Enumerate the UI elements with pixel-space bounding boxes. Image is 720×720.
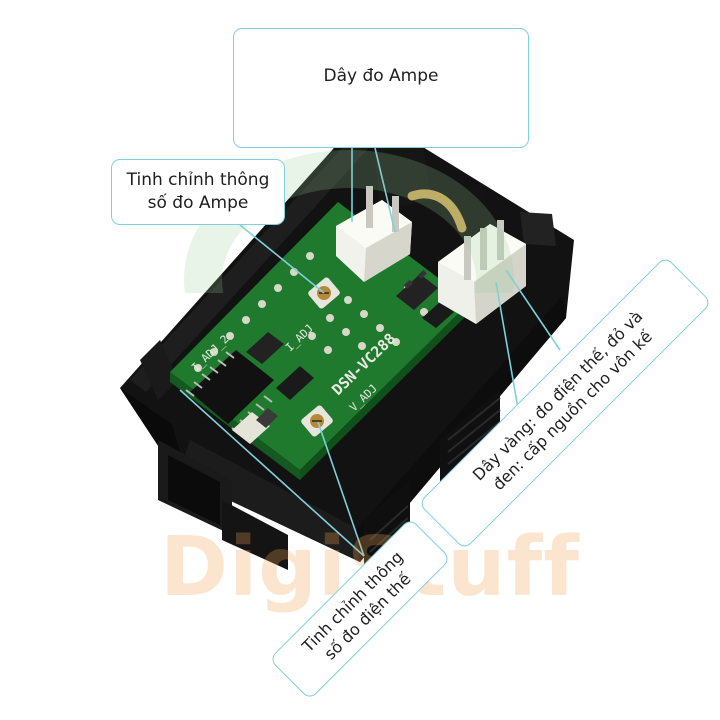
pointer-volt-wire <box>495 281 521 421</box>
callout-ampe-adjust-line2: số đo Ampe <box>147 193 249 213</box>
pointer-volt-wire-2 <box>505 269 561 351</box>
ic-chip <box>185 350 274 435</box>
pointer-volt-adjust <box>317 421 365 557</box>
callout-ampe-wire-text: Dây đo Ampe <box>323 66 439 86</box>
callout-ampe-adjust-line1: Tinh chỉnh thông <box>126 170 270 190</box>
volt-trim-potentiometer <box>301 405 333 437</box>
callout-ampe-wire: Dây đo Ampe <box>233 28 529 148</box>
callout-ampe-adjust: Tinh chỉnh thông số đo Ampe <box>111 159 285 225</box>
pointer-volt-adjust-2 <box>179 389 365 557</box>
